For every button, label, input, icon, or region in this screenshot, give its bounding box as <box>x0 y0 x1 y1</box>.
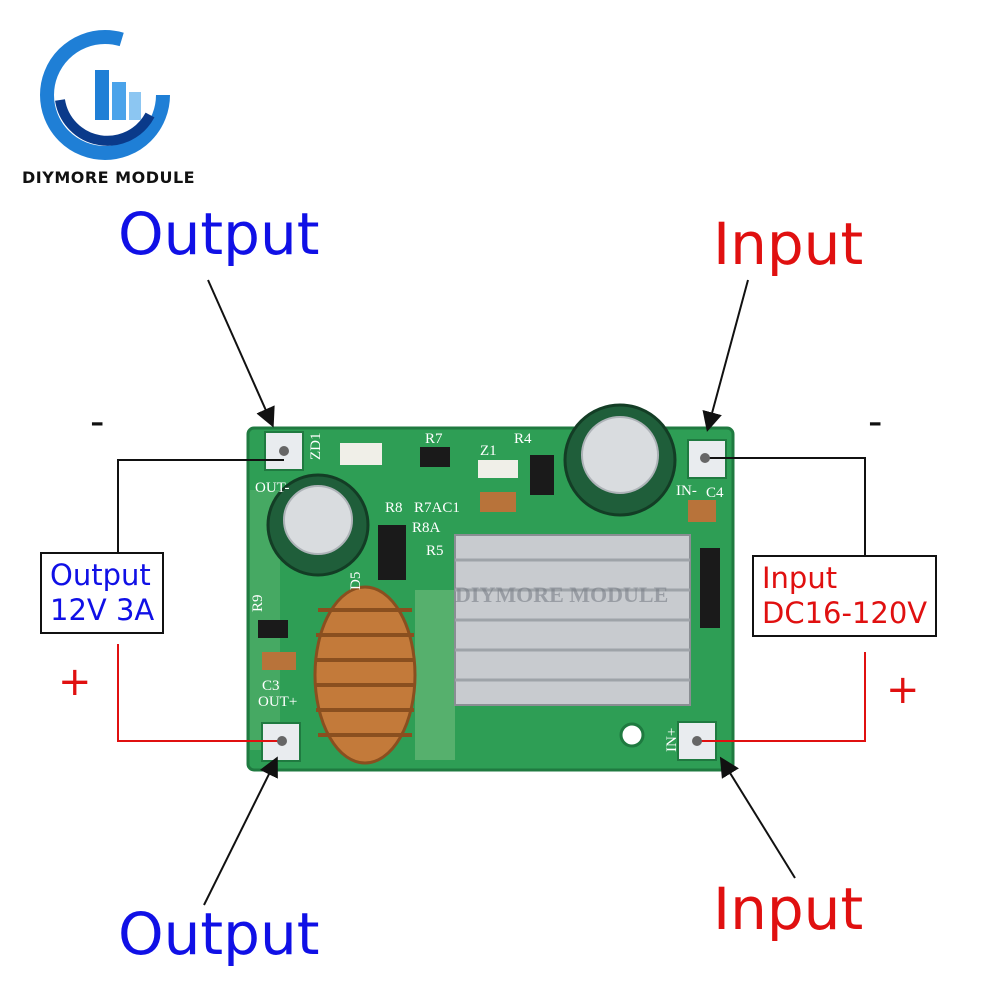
brand-name: DIYMORE MODULE <box>22 168 196 187</box>
output-plus-sign: + <box>58 659 92 705</box>
silk-zd1: ZD1 <box>308 433 324 461</box>
input-label-bottom: Input <box>713 875 864 943</box>
silk-in-plus: IN+ <box>664 728 680 752</box>
arrow-output-bottom <box>203 756 278 906</box>
input-spec-line2: DC16-120V <box>762 595 928 630</box>
output-spec-line2: 12V 3A <box>50 592 155 627</box>
silk-out-plus: OUT+ <box>258 694 297 710</box>
arrow-input-bottom <box>719 756 796 879</box>
silk-in-minus: IN- <box>676 483 697 499</box>
silk-d5: D5 <box>348 572 364 590</box>
inductor-coil <box>313 585 417 765</box>
silk-c4: C4 <box>706 485 724 501</box>
output-spec-line1: Output <box>50 558 151 592</box>
silk-r5: R5 <box>426 543 444 559</box>
silk-r7: R7 <box>425 431 443 447</box>
arrow-output-top <box>207 279 275 428</box>
arrow-input-top <box>702 279 749 432</box>
input-label-top: Input <box>713 210 864 278</box>
output-label-bottom: Output <box>118 900 320 968</box>
silk-r9: R9 <box>250 594 266 612</box>
input-plus-sign: + <box>886 667 920 713</box>
silk-r4: R4 <box>514 431 532 447</box>
silk-z1: Z1 <box>480 443 497 459</box>
logo-graphic <box>40 30 170 160</box>
silk-r7ac1: R7AC1 <box>414 500 460 516</box>
output-minus-sign: - <box>90 399 105 445</box>
input-minus-sign: - <box>868 399 883 445</box>
output-spec-box: Output 12V 3A <box>40 552 165 634</box>
output-negative-wire <box>117 459 284 552</box>
silk-r8: R8 <box>385 500 403 516</box>
output-positive-wire <box>117 644 282 742</box>
board-watermark: DIYMORE MODULE <box>455 582 668 607</box>
output-label-top: Output <box>118 200 320 268</box>
silk-r8a: R8A <box>412 520 441 536</box>
silk-c3: C3 <box>262 678 280 694</box>
silk-out-minus: OUT- <box>255 480 289 496</box>
input-spec-line1: Input <box>762 561 838 595</box>
input-spec-box: Input DC16-120V <box>752 555 938 637</box>
brand-logo <box>40 30 170 160</box>
input-positive-wire <box>697 652 866 742</box>
input-negative-wire <box>705 457 866 555</box>
